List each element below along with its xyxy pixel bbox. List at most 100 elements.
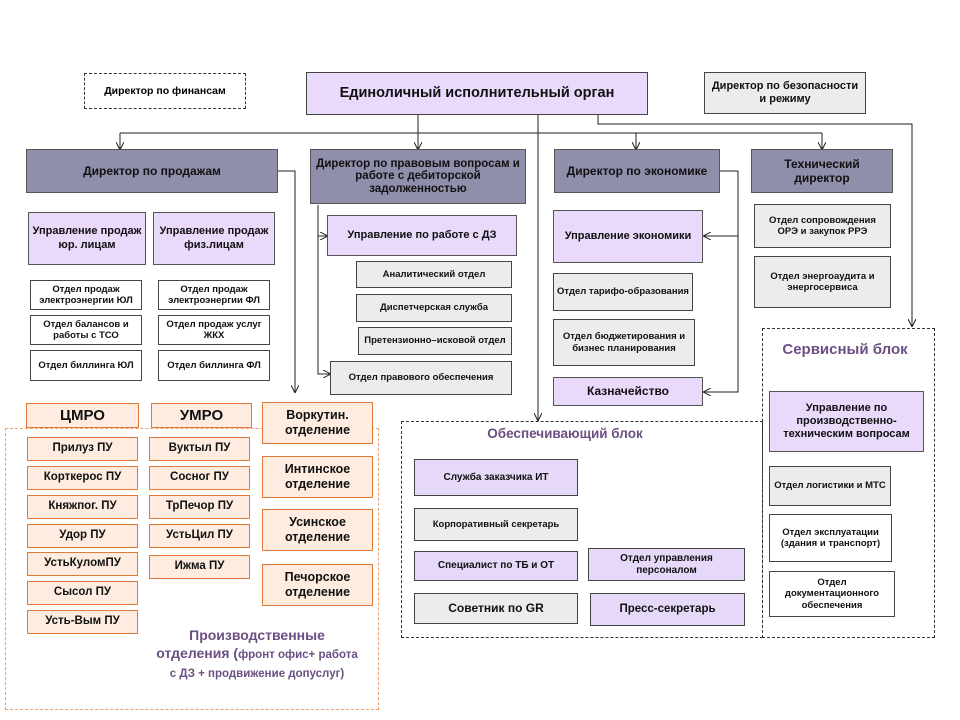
legal-support-label: Отдел правового обеспечения — [348, 372, 494, 384]
legal-mgmt-box: Управление по работе с ДЗ — [327, 215, 517, 256]
cmro-unit-3: Княжпог. ПУ — [27, 495, 138, 519]
tech-director-box: Технический директор — [751, 149, 893, 193]
tech-director-label: Технический директор — [784, 156, 860, 185]
sales-fl-dept-1: Отдел продаж электроэнергии ФЛ — [158, 280, 270, 310]
tech-dept-1: Отдел сопровождения ОРЭ и закупок РРЭ — [754, 204, 891, 248]
sales-fl-dept-1-label: Отдел продаж электроэнергии ФЛ — [168, 283, 260, 306]
support-item-4-label: Советник по GR — [448, 601, 544, 616]
production-title: Производственные отделения ( — [156, 627, 325, 662]
cmro-unit-1: Прилуз ПУ — [27, 437, 138, 461]
production-caption: Производственные отделения (фронт офис+ … — [152, 627, 362, 682]
finance-director-box: Директор по финансам — [84, 73, 246, 109]
economy-dept-1: Отдел тарифо-образования — [553, 273, 693, 311]
branch-4-label: Печорское отделение — [284, 570, 351, 599]
branch-2-label: Интинское отделение — [284, 462, 351, 491]
cmro-unit-3-label: Княжпог. ПУ — [48, 500, 117, 513]
cmro-unit-2: Корткерос ПУ — [27, 466, 138, 490]
support-item-5: Отдел управления персоналом — [588, 548, 745, 581]
cmro-unit-7: Усть-Вым ПУ — [27, 610, 138, 634]
branch-2: Интинское отделение — [262, 456, 373, 498]
service-dept-3: Отдел документационного обеспечения — [769, 571, 895, 617]
sales-ul-dept-2: Отдел балансов и работы с ТСО — [30, 315, 142, 345]
support-item-4: Советник по GR — [414, 593, 578, 624]
legal-director-box: Директор по правовым вопросам и работе с… — [310, 149, 526, 204]
cmro-unit-1-label: Прилуз ПУ — [52, 442, 113, 455]
sales-ul-mgmt-box: Управление продаж юр. лицам — [28, 212, 146, 265]
sales-ul-dept-1: Отдел продаж электроэнергии ЮЛ — [30, 280, 142, 310]
cmro-unit-6: Сысол ПУ — [27, 581, 138, 605]
support-item-1: Служба заказчика ИТ — [414, 459, 578, 496]
sales-director-box: Директор по продажам — [26, 149, 278, 193]
umro-box: УМРО — [151, 403, 252, 428]
support-block — [401, 421, 763, 638]
umro-unit-2-label: Сосног ПУ — [170, 471, 229, 484]
service-dept-3-label: Отдел документационного обеспечения — [784, 576, 880, 611]
security-director-box: Директор по безопасности и режиму — [704, 72, 866, 114]
umro-label: УМРО — [179, 406, 224, 424]
economy-director-label: Директор по экономике — [566, 163, 708, 178]
legal-dept-3-label: Претензионно–исковой отдел — [364, 335, 506, 347]
treasury-box: Казначейство — [553, 377, 703, 406]
support-item-1-label: Служба заказчика ИТ — [443, 471, 549, 483]
production-block — [5, 428, 379, 710]
sales-ul-dept-3-label: Отдел биллинга ЮЛ — [38, 359, 134, 371]
cmro-unit-4-label: Удор ПУ — [59, 529, 106, 542]
legal-dept-1-label: Аналитический отдел — [382, 268, 486, 280]
tech-dept-1-label: Отдел сопровождения ОРЭ и закупок РРЭ — [769, 214, 876, 237]
finance-director-label: Директор по финансам — [104, 85, 226, 97]
support-item-6-label: Пресс-секретарь — [619, 602, 716, 615]
cmro-unit-7-label: Усть-Вым ПУ — [45, 615, 120, 628]
branch-3: Усинское отделение — [262, 509, 373, 551]
ceo-label: Единоличный исполнительный орган — [339, 84, 615, 101]
support-item-2: Корпоративный секретарь — [414, 508, 578, 541]
legal-mgmt-label: Управление по работе с ДЗ — [347, 228, 497, 241]
umro-unit-3-label: ТрПечор ПУ — [165, 500, 234, 513]
branch-3-label: Усинское отделение — [284, 515, 351, 544]
umro-unit-4: УстьЦил ПУ — [149, 524, 250, 548]
cmro-unit-6-label: Сысол ПУ — [53, 586, 112, 599]
service-dept-1: Отдел логистики и МТС — [769, 466, 891, 506]
ceo-box: Единоличный исполнительный орган — [306, 72, 648, 115]
service-dept-2-label: Отдел эксплуатации (здания и транспорт) — [780, 526, 881, 549]
sales-fl-dept-3-label: Отдел биллинга ФЛ — [167, 359, 261, 371]
tech-dept-2-label: Отдел энергоаудита и энергосервиса — [770, 270, 875, 293]
legal-dept-2: Диспетчерская служба — [356, 294, 512, 322]
support-item-3-label: Специалист по ТБ и ОТ — [437, 560, 555, 571]
cmro-unit-5-label: УстьКуломПУ — [44, 557, 121, 570]
sales-fl-dept-2-label: Отдел продаж услуг ЖКХ — [166, 318, 262, 341]
service-dept-2: Отдел эксплуатации (здания и транспорт) — [769, 514, 892, 562]
cmro-unit-4: Удор ПУ — [27, 524, 138, 548]
service-block-title: Сервисный блок — [782, 341, 908, 358]
economy-dept-2-label: Отдел бюджетирования и бизнес планирован… — [562, 331, 686, 354]
sales-fl-mgmt-box: Управление продаж физ.лицам — [153, 212, 275, 265]
treasury-label: Казначейство — [587, 384, 669, 399]
umro-unit-3: ТрПечор ПУ — [149, 495, 250, 519]
service-mgmt-box: Управление по производственно-технически… — [769, 391, 924, 452]
sales-ul-mgmt-label: Управление продаж юр. лицам — [32, 225, 142, 251]
umro-unit-5: Ижма ПУ — [149, 555, 250, 579]
sales-fl-dept-3: Отдел биллинга ФЛ — [158, 350, 270, 381]
economy-mgmt-label: Управление экономики — [564, 229, 692, 242]
legal-support-box: Отдел правового обеспечения — [330, 361, 512, 395]
support-item-3: Специалист по ТБ и ОТ — [414, 551, 578, 581]
umro-unit-1: Вуктыл ПУ — [149, 437, 250, 461]
economy-director-box: Директор по экономике — [554, 149, 720, 193]
tech-dept-2: Отдел энергоаудита и энергосервиса — [754, 256, 891, 308]
legal-dept-2-label: Диспетчерская служба — [379, 302, 489, 314]
support-item-6: Пресс-секретарь — [590, 593, 745, 626]
legal-director-label: Директор по правовым вопросам и работе с… — [316, 157, 520, 195]
sales-fl-dept-2: Отдел продаж услуг ЖКХ — [158, 315, 270, 345]
economy-dept-2: Отдел бюджетирования и бизнес планирован… — [553, 319, 695, 366]
service-mgmt-label: Управление по производственно-технически… — [783, 401, 910, 441]
sales-fl-mgmt-label: Управление продаж физ.лицам — [159, 225, 269, 251]
umro-unit-5-label: Ижма ПУ — [174, 560, 225, 573]
branch-4: Печорское отделение — [262, 564, 373, 606]
legal-dept-1: Аналитический отдел — [356, 261, 512, 288]
cmro-unit-5: УстьКуломПУ — [27, 552, 138, 576]
branch-1-label: Воркутин. отделение — [284, 408, 351, 437]
cmro-label: ЦМРО — [60, 406, 105, 424]
cmro-unit-2-label: Корткерос ПУ — [43, 471, 122, 484]
security-director-label: Директор по безопасности и режиму — [711, 79, 859, 105]
sales-ul-dept-3: Отдел биллинга ЮЛ — [30, 350, 142, 381]
